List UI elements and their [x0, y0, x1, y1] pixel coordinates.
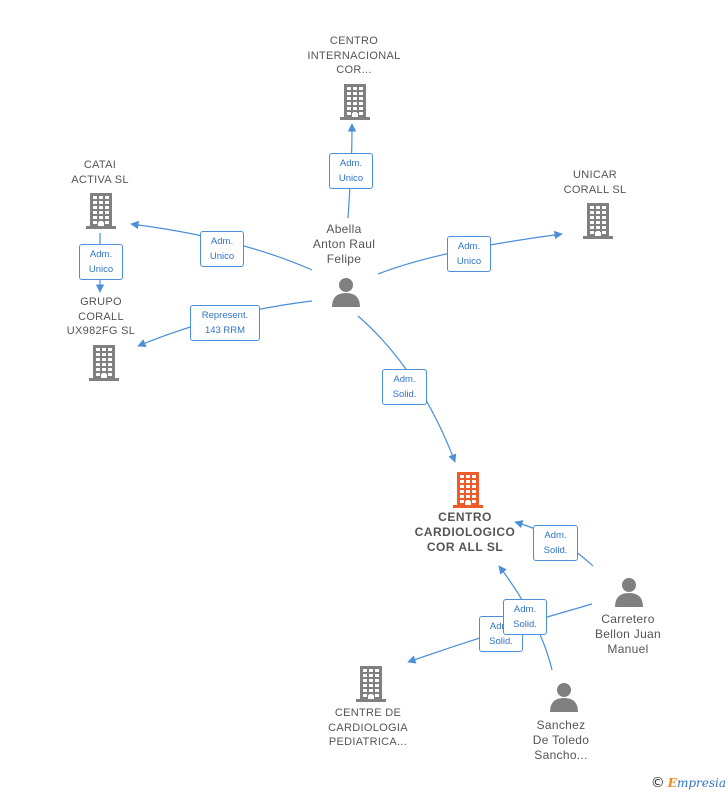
person-icon[interactable] [614, 577, 644, 612]
edge-label-abella-unicar[interactable]: Adm. Unico [447, 236, 491, 272]
brand-e: E [667, 776, 677, 790]
node-label-grupo-corall[interactable]: GRUPO CORALL UX982FG SL [66, 296, 136, 337]
node-label-abella[interactable]: Abella Anton Raul Felipe [312, 222, 376, 266]
edge-label-abella-catai[interactable]: Adm. Unico [200, 231, 244, 267]
node-label-centro-cardiologico[interactable]: CENTRO CARDIOLOGICO COR ALL SL [414, 510, 516, 554]
copyright-icon: © [650, 775, 665, 791]
building-icon[interactable] [356, 666, 386, 707]
building-icon[interactable] [583, 203, 613, 244]
person-icon[interactable] [331, 277, 361, 312]
node-label-catai-activa[interactable]: CATAI ACTIVA SL [71, 159, 129, 186]
building-icon[interactable] [89, 345, 119, 386]
edge-label-sanchez-cardiologico[interactable]: Adm. Solid. [503, 599, 547, 635]
person-icon[interactable] [549, 682, 579, 717]
building-icon[interactable] [86, 193, 116, 234]
empresia-logo: ©Empresia [651, 775, 726, 791]
edge-label-abella-cardiologico[interactable]: Adm. Solid. [382, 369, 427, 405]
node-label-centre-cardiologia[interactable]: CENTRE DE CARDIOLOGIA PEDIATRICA... [328, 707, 408, 748]
node-label-sanchez[interactable]: Sanchez De Toledo Sancho... [532, 718, 590, 762]
edge-label-abella-grupo[interactable]: Represent. 143 RRM [190, 305, 260, 341]
edge-label-carretero-cardiologico[interactable]: Adm. Solid. [533, 525, 578, 561]
building-icon[interactable] [340, 84, 370, 125]
building-icon-main[interactable] [453, 472, 483, 513]
edge-label-catai-grupo[interactable]: Adm. Unico [79, 244, 123, 280]
node-label-carretero[interactable]: Carretero Bellon Juan Manuel [594, 612, 661, 656]
brand-rest: mpresia [676, 776, 726, 790]
node-label-centro-internacional[interactable]: CENTRO INTERNACIONAL COR... [307, 35, 401, 76]
edge-label-abella-centro-internacional[interactable]: Adm. Unico [329, 153, 373, 189]
node-label-unicar-corall[interactable]: UNICAR CORALL SL [563, 169, 627, 196]
